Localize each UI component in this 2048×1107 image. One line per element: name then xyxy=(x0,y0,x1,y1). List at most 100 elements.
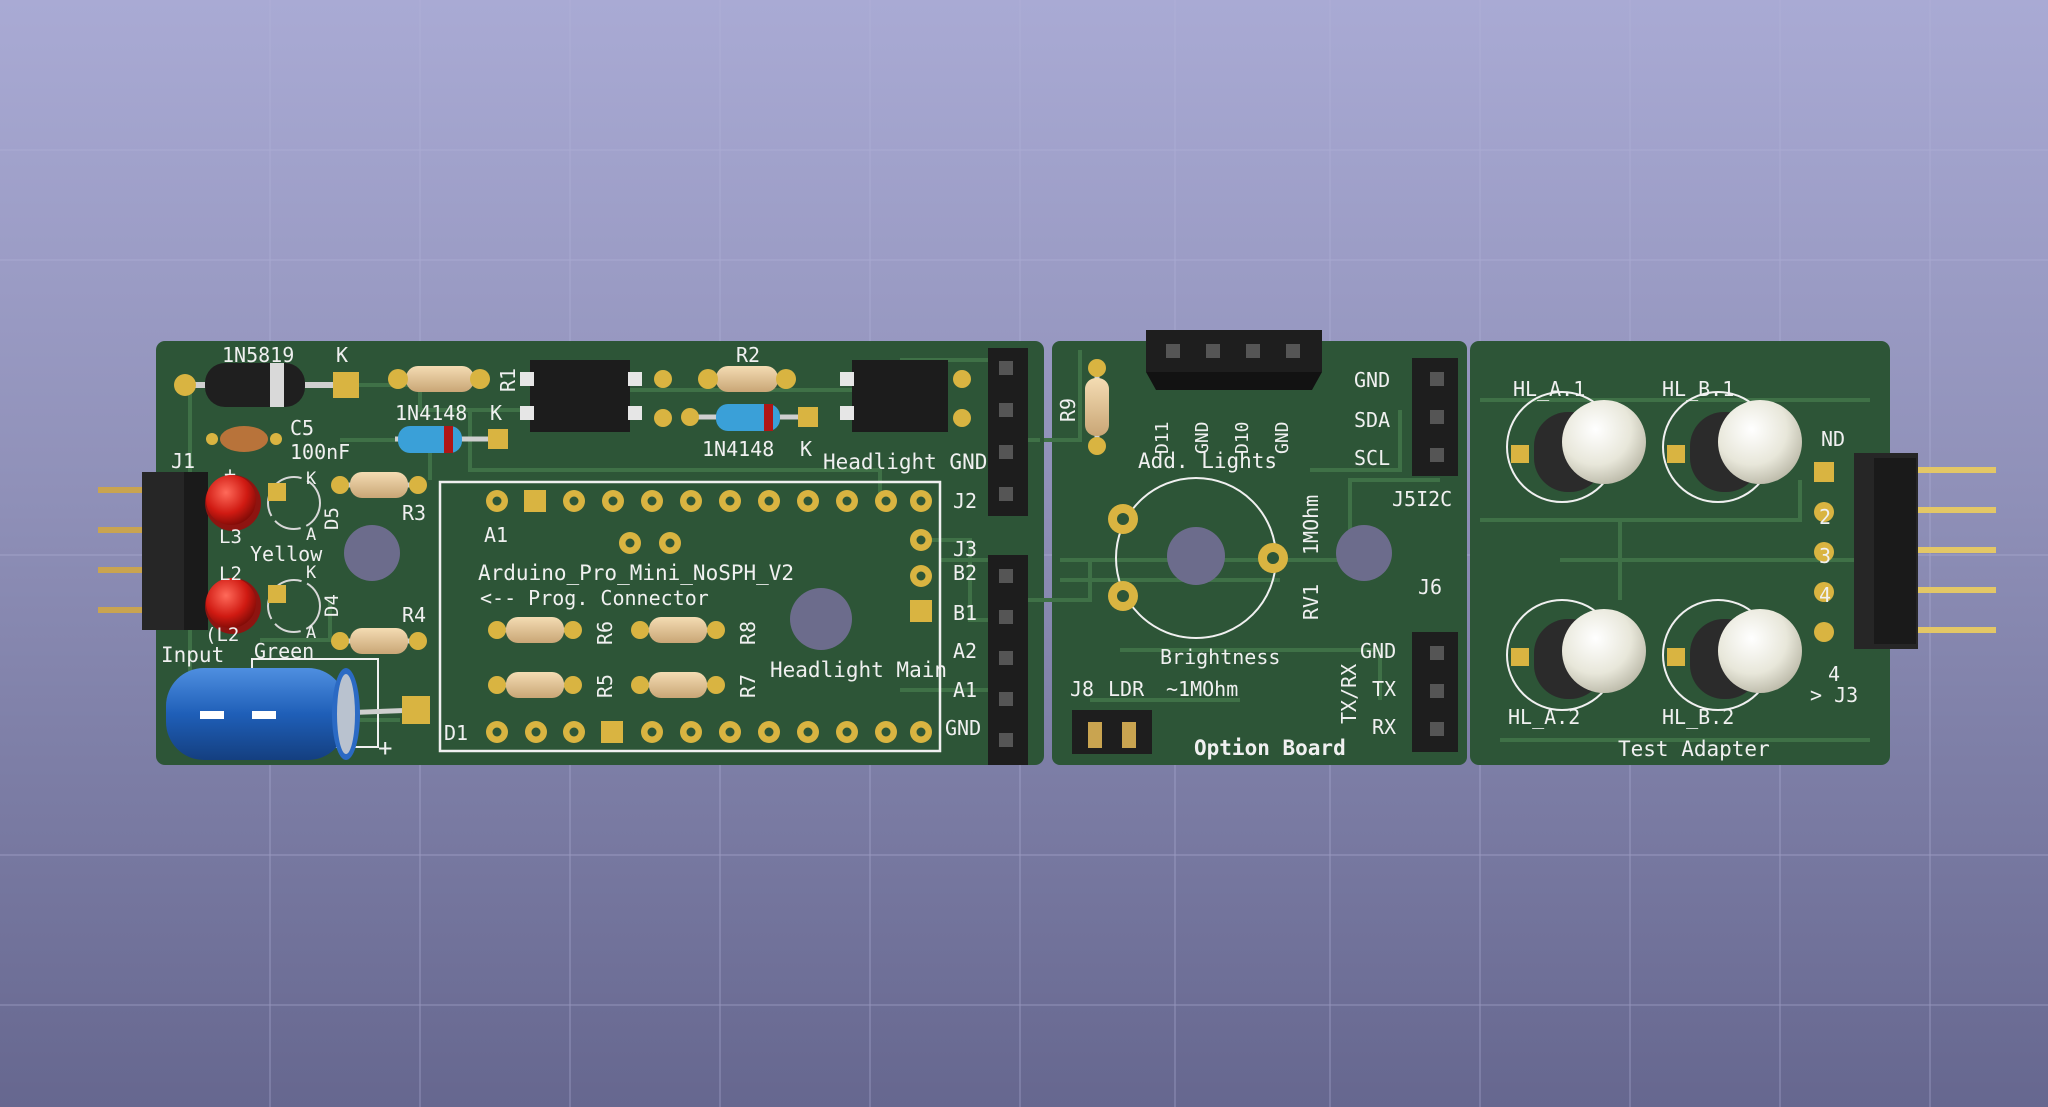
brightness-label: Brightness xyxy=(1160,645,1280,669)
gnd2-label: GND xyxy=(1272,421,1293,454)
diode-left-value: 1N4148 xyxy=(395,401,467,425)
resistor-r5 xyxy=(488,672,582,698)
ser-gnd-label: GND xyxy=(1360,639,1396,663)
test-adapter-title: Test Adapter xyxy=(1618,737,1770,761)
r3-label: R3 xyxy=(402,501,426,525)
value-1mohm-label: 1MOhm xyxy=(1299,495,1323,555)
resistor-r7 xyxy=(631,672,725,698)
resistor-r6 xyxy=(488,617,582,643)
led-l2-green xyxy=(205,578,321,634)
connector-j1 xyxy=(98,472,208,630)
pin-b2-label: B2 xyxy=(953,561,977,585)
connector-j6-serial xyxy=(1412,632,1458,752)
mount-hole xyxy=(1336,525,1392,581)
to-j3-label: > J3 xyxy=(1810,683,1858,707)
test-adapter: HL_A.1 HL_B.1 HL_A.2 HL_B.2 ND 2 3 4 4 >… xyxy=(1470,341,1996,765)
ldr-label: LDR xyxy=(1108,677,1145,701)
r8-label: R8 xyxy=(736,621,760,645)
electrolytic-capacitor xyxy=(166,658,430,760)
headlight-main-label: Headlight Main xyxy=(770,658,947,682)
ldr-value-label: ~1MOhm xyxy=(1166,677,1238,701)
hl-b2-label: HL_B.2 xyxy=(1662,705,1734,729)
l3-label: L3 xyxy=(219,526,242,548)
j6-label: J6 xyxy=(1418,575,1442,599)
add-lights-label: Add. Lights xyxy=(1138,449,1277,473)
r2-label: R2 xyxy=(736,343,760,367)
led-hl-b1 xyxy=(1662,391,1802,503)
option-board-title: Option Board xyxy=(1194,736,1346,760)
resistor-r3 xyxy=(331,472,427,498)
diode-1n5819 xyxy=(174,363,359,407)
connector-j8 xyxy=(1072,710,1152,754)
r6-label: R6 xyxy=(593,621,617,645)
pin2-label: 2 xyxy=(1819,505,1831,529)
l2-label: L2 xyxy=(219,563,242,585)
led-l3-yellow xyxy=(205,475,321,531)
prog-connector-label: <-- Prog. Connector xyxy=(480,586,709,610)
capacitor-c5 xyxy=(220,426,268,452)
led-k1: K xyxy=(306,469,317,489)
pin-gnd-label: GND xyxy=(945,716,981,740)
led-k2: K xyxy=(306,563,317,583)
pin-a1-label: A1 xyxy=(953,678,977,702)
led-hl-b2 xyxy=(1662,599,1802,711)
arduino-footprint xyxy=(438,480,942,753)
main-board: 1N5819 K R1 R2 xyxy=(98,341,1044,765)
c5-value: 100nF xyxy=(290,440,350,464)
ser-rx-label: RX xyxy=(1372,715,1396,739)
d10-label: D10 xyxy=(1232,421,1253,454)
led-hl-a2 xyxy=(1506,599,1646,711)
d4-label: D4 xyxy=(321,594,343,617)
diode-right-value: 1N4148 xyxy=(702,437,774,461)
hl-b1-label: HL_B.1 xyxy=(1662,377,1734,401)
resistor-r1 xyxy=(388,366,490,392)
j8-label: J8 xyxy=(1070,677,1094,701)
j2-label: J2 xyxy=(953,489,977,513)
gnd1-label: GND xyxy=(1192,421,1213,454)
d11-label: D11 xyxy=(1152,421,1173,454)
r9-label: R9 xyxy=(1056,398,1080,422)
led-a2: A xyxy=(306,623,316,643)
diode-1n5819-k-label: K xyxy=(336,343,348,367)
hl-a1-label: HL_A.1 xyxy=(1513,377,1585,401)
diode-left-k: K xyxy=(490,401,502,425)
i2c-scl-label: SCL xyxy=(1354,446,1390,470)
d1-label: D1 xyxy=(444,721,468,745)
r7-label: R7 xyxy=(736,674,760,698)
pin3-label: 3 xyxy=(1819,544,1831,568)
resistor-r4 xyxy=(331,628,427,654)
a1-ref-label: A1 xyxy=(484,523,508,547)
ser-tx-label: TX xyxy=(1372,677,1396,701)
mount-hole xyxy=(790,588,852,650)
partial-4-label: 4 xyxy=(1828,662,1840,686)
mount-hole xyxy=(344,525,400,581)
c5-label: C5 xyxy=(290,416,314,440)
diode-1n4148-left xyxy=(395,426,508,453)
resistor-r9 xyxy=(1085,359,1109,455)
arduino-name-label: Arduino_Pro_Mini_NoSPH_V2 xyxy=(478,561,794,585)
r5-label: R5 xyxy=(593,674,617,698)
r4-label: R4 xyxy=(402,603,426,627)
diode-1n4148-right xyxy=(681,404,818,431)
r1-label: R1 xyxy=(496,368,520,392)
potentiometer-rv1 xyxy=(1108,477,1288,639)
diode-right-k: K xyxy=(800,437,812,461)
connector-j3 xyxy=(988,555,1028,765)
rv1-label: RV1 xyxy=(1299,584,1323,620)
headlight-gnd-label: Headlight GND xyxy=(823,450,987,474)
pin-a2-label: A2 xyxy=(953,639,977,663)
connector-j5-i2c xyxy=(1412,358,1458,476)
add-lights-header xyxy=(1146,330,1322,390)
d5-label: D5 xyxy=(321,507,343,530)
l2-paren-label: (L2 xyxy=(205,624,239,646)
j5i2c-label: J5I2C xyxy=(1392,487,1452,511)
connector-j2 xyxy=(988,348,1028,516)
option-board: R9 D11 GND D10 GND Add. Lights 1MOhm RV1… xyxy=(1044,330,1467,765)
nd-label: ND xyxy=(1821,427,1845,451)
i2c-gnd-label: GND xyxy=(1354,368,1390,392)
ic-package-2 xyxy=(840,360,971,432)
input-label: Input xyxy=(161,643,224,667)
txrx-label: TX/RX xyxy=(1337,664,1361,724)
j3-label: J3 xyxy=(953,537,977,561)
